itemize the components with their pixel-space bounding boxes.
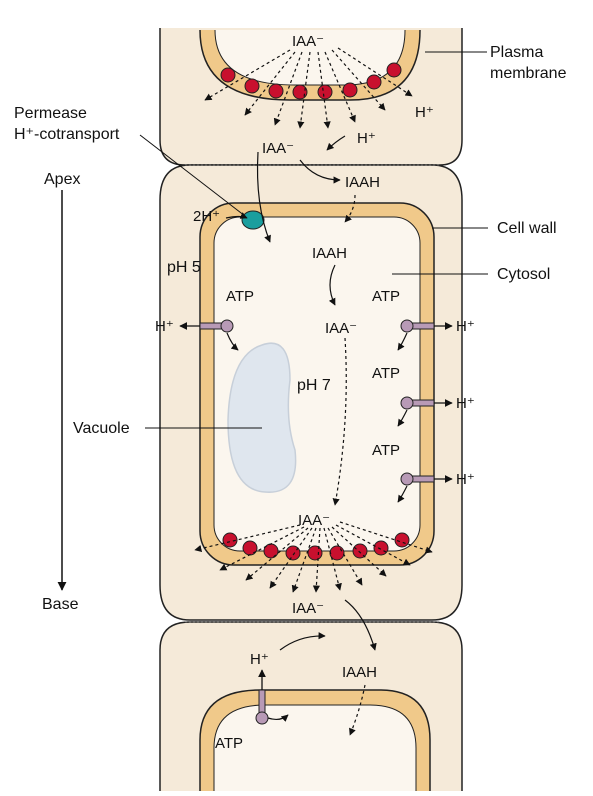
label-vacuole: Vacuole: [73, 420, 130, 437]
iaa-efflux-arrows-lower: [194, 521, 433, 593]
atpase-bottom-cell: [255, 669, 289, 725]
upper-cell: [159, 28, 463, 166]
label-h-junction1: H⁺: [357, 130, 376, 147]
efflux-carriers-upper: [220, 62, 402, 100]
label-cytosol: Cytosol: [497, 266, 550, 283]
efflux-carriers-lower: [222, 532, 410, 561]
label-iaah-cytosol: IAAH: [312, 245, 347, 262]
label-iaa-junction1: IAA⁻: [262, 140, 294, 157]
label-atp-left: ATP: [226, 288, 254, 305]
label-h-top: H⁺: [415, 104, 434, 121]
label-permease-1: Permease: [14, 105, 87, 122]
label-atp-right-3: ATP: [372, 442, 400, 459]
lower-cell: [159, 621, 463, 791]
label-iaah-junction2: IAAH: [342, 664, 377, 681]
label-2h: 2H⁺: [193, 208, 220, 225]
label-atp-bottom-cell: ATP: [215, 735, 243, 752]
label-h-bottom-cell: H⁺: [250, 651, 269, 668]
atpase-right-1: [397, 319, 453, 351]
atpase-right-3: [397, 472, 453, 503]
central-cell: [159, 164, 463, 621]
atpase-left: [179, 319, 239, 351]
label-iaah-junction1: IAAH: [345, 174, 380, 191]
label-base: Base: [42, 596, 79, 613]
label-ph7: pH 7: [297, 377, 331, 394]
label-h-left: H⁺: [155, 318, 174, 335]
label-iaa-cytosol: IAA⁻: [325, 320, 357, 337]
label-atp-right-1: ATP: [372, 288, 400, 305]
iaa-efflux-arrows-upper: [204, 47, 413, 129]
iaa-flow-arrows: [279, 135, 377, 736]
label-iaa-bottom: IAA⁻: [298, 512, 330, 529]
label-h-right-2: H⁺: [456, 395, 475, 412]
label-cell-wall: Cell wall: [497, 220, 557, 237]
leader-lines: [145, 51, 488, 429]
label-h-right-3: H⁺: [456, 471, 475, 488]
label-apex: Apex: [44, 171, 80, 188]
label-atp-right-2: ATP: [372, 365, 400, 382]
label-iaa-top: IAA⁻: [292, 33, 324, 50]
permease-symporter: [139, 134, 271, 243]
label-permease-2: H⁺-cotransport: [14, 126, 120, 143]
label-plasma-membrane-1: Plasma: [490, 44, 543, 61]
label-iaa-junction2: IAA⁻: [292, 600, 324, 617]
vacuole-shape: [227, 342, 297, 493]
label-ph5: pH 5: [167, 259, 201, 276]
label-plasma-membrane-2: membrane: [490, 65, 567, 82]
atpase-right-2: [397, 396, 453, 427]
label-h-right-1: H⁺: [456, 318, 475, 335]
